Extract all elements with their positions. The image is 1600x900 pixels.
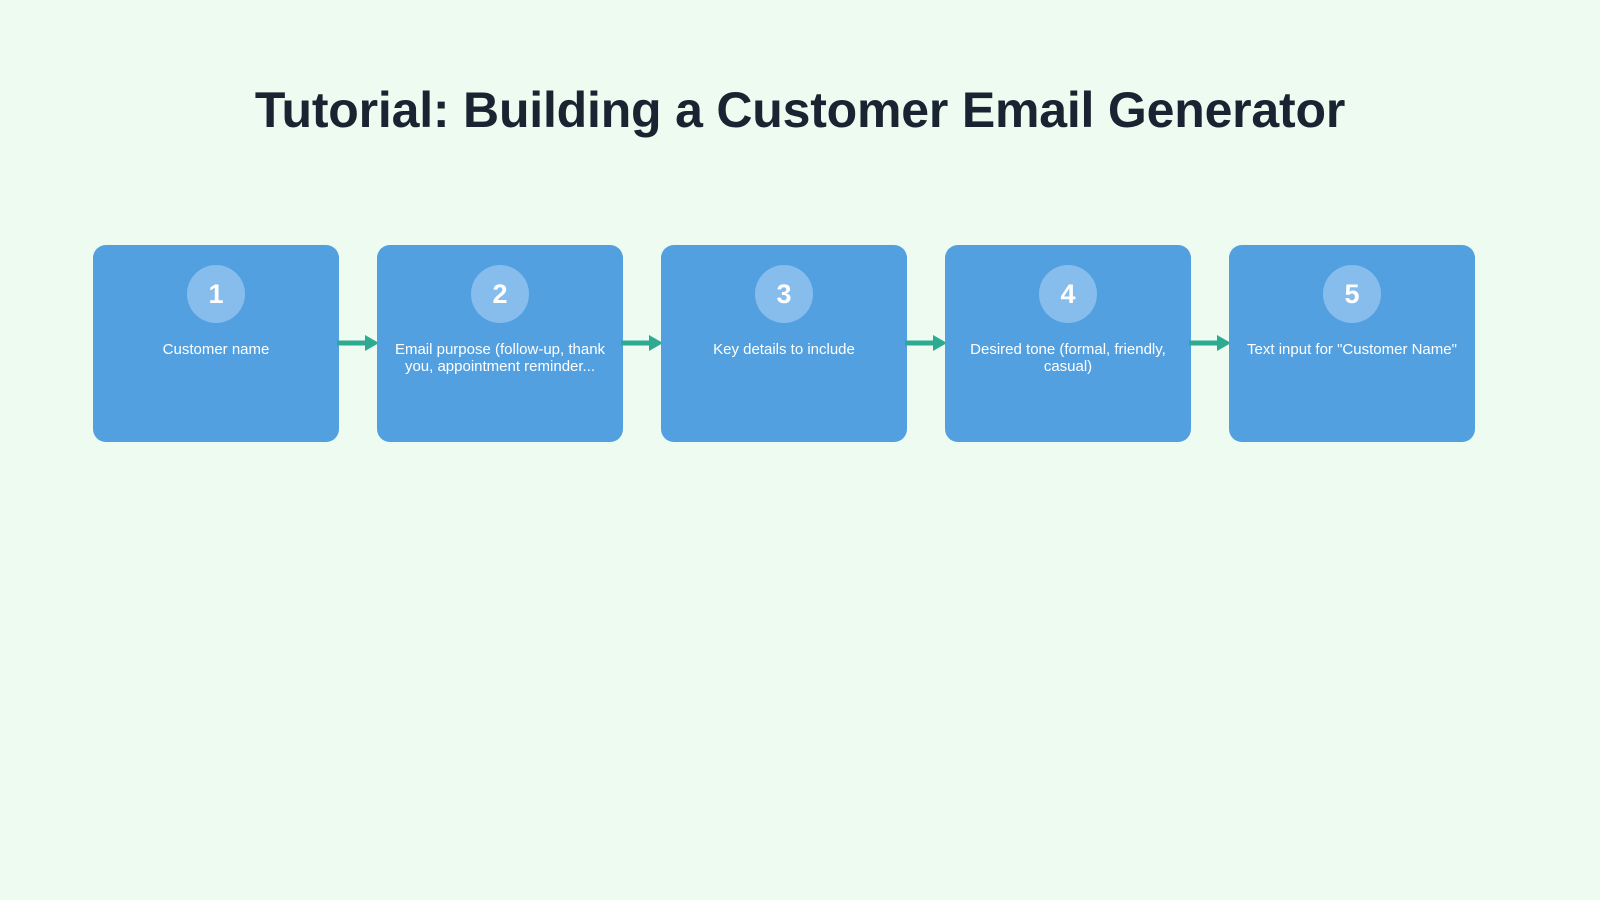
step-label: Text input for "Customer Name" — [1247, 341, 1457, 358]
step-label: Key details to include — [713, 341, 855, 358]
arrow-right-icon — [905, 335, 947, 351]
arrow-right-icon — [337, 335, 379, 351]
step-label: Customer name — [162, 341, 270, 358]
page-title: Tutorial: Building a Customer Email Gene… — [254, 81, 1346, 138]
step-number-badge: 1 — [187, 265, 245, 323]
flow-arrow-2-to-3 — [621, 245, 663, 442]
step-label: Desired tone (formal, friendly, casual) — [970, 341, 1166, 375]
step-number: 4 — [1060, 278, 1076, 309]
step-number-badge: 5 — [1323, 265, 1381, 323]
step-number: 3 — [776, 278, 792, 309]
arrow-right-icon — [1189, 335, 1231, 351]
step-number: 1 — [208, 278, 224, 309]
step-card-3[interactable]: 3 Key details to include — [661, 245, 907, 442]
step-number: 2 — [492, 278, 508, 309]
step-card-2[interactable]: 2 Email purpose (follow-up, thank you, a… — [377, 245, 623, 442]
step-label: Email purpose (follow-up, thank you, app… — [394, 341, 606, 375]
flow-arrow-3-to-4 — [905, 245, 947, 442]
step-card-4[interactable]: 4 Desired tone (formal, friendly, casual… — [945, 245, 1191, 442]
step-number: 5 — [1344, 278, 1360, 309]
flow-arrow-4-to-5 — [1189, 245, 1231, 442]
step-card-1[interactable]: 1 Customer name — [93, 245, 339, 442]
flow-arrow-1-to-2 — [337, 245, 379, 442]
arrow-right-icon — [621, 335, 663, 351]
step-flow-diagram: 1 Customer name 2 Email purpose (follow-… — [93, 245, 1475, 442]
step-number-badge: 3 — [755, 265, 813, 323]
step-card-5[interactable]: 5 Text input for "Customer Name" — [1229, 245, 1475, 442]
step-number-badge: 4 — [1039, 265, 1097, 323]
step-number-badge: 2 — [471, 265, 529, 323]
